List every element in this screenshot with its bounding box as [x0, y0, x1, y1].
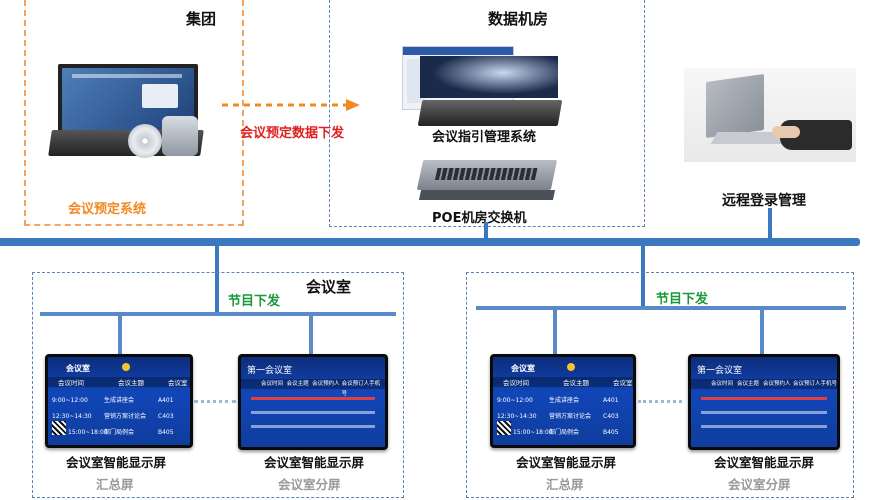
switch-connector — [484, 222, 488, 240]
summary-row-time: 12:30~14:30 — [52, 413, 92, 420]
summary-row-time: 12:30~14:30 — [497, 413, 537, 420]
summary-header-time: 会议时间 — [58, 379, 84, 387]
room-header-topic: 会议主题 — [286, 381, 309, 387]
summary-row-room: C403 — [603, 413, 619, 420]
remote-connector — [768, 208, 772, 240]
summary-row-topic: 生成讲座会 — [104, 397, 135, 404]
summary-row-topic: 生成讲座会 — [549, 397, 580, 404]
qr-code-icon — [497, 421, 511, 435]
right-screen-link-dots — [638, 400, 682, 403]
summary-row-time: 9:00~12:00 — [52, 397, 88, 404]
summary-row-time: 15:00~18:00 — [68, 429, 108, 436]
room-screen-right: 第一会议室 会议时间 会议主题 会议预约人 会议预订人手机号 — [688, 354, 840, 450]
poe-switch-label: POE机房交换机 — [432, 211, 527, 226]
summary-header-topic: 会议主题 — [118, 379, 144, 387]
room-screen-title: 第一会议室 — [247, 366, 293, 376]
weather-icon — [567, 363, 575, 371]
right-drop-a — [553, 310, 557, 354]
left-drop-b — [309, 316, 313, 354]
meeting-room-left-box — [32, 272, 404, 498]
room-header-topic: 会议主题 — [737, 381, 760, 387]
summary-screen-left: 会议室 会议时间 会议主题 会议室 9:00~12:00 生成讲座会 A401 12… — [45, 354, 193, 448]
mgmt-system-label: 会议指引管理系统 — [432, 130, 537, 145]
data-push-label: 会议预定数据下发 — [240, 126, 345, 141]
room-header-booker: 会议预约人 — [763, 381, 791, 387]
main-network-bus — [0, 238, 860, 246]
right-room-connector — [641, 244, 645, 306]
left-room-bus — [40, 312, 396, 316]
remote-laptop-image — [684, 68, 856, 162]
booking-server-image — [48, 64, 204, 164]
left-screen-b-label: 会议室智能显示屏 — [264, 455, 365, 470]
summary-row-room: B405 — [603, 429, 619, 436]
left-dispatch-label: 节目下发 — [228, 294, 281, 309]
room-header-phone: 会议预订人手机号 — [341, 381, 381, 397]
summary-row-room: A401 — [603, 397, 619, 404]
summary-header-topic: 会议主题 — [563, 379, 589, 387]
room-header-booker: 会议预约人 — [312, 381, 340, 387]
left-screen-a-label: 会议室智能显示屏 — [66, 455, 167, 470]
left-drop-a — [118, 316, 122, 354]
summary-header-time: 会议时间 — [503, 379, 529, 387]
room-header-time: 会议时间 — [711, 381, 734, 387]
summary-screen-title: 会议室 — [511, 364, 535, 373]
right-screen-a-sub: 汇总屏 — [546, 477, 584, 492]
room-header-phone: 会议预订人手机号 — [793, 381, 838, 387]
booking-system-label: 会议预定系统 — [68, 202, 147, 217]
right-dispatch-label: 节目下发 — [656, 292, 709, 307]
group-title: 集团 — [186, 10, 217, 28]
meeting-room-title: 会议室 — [306, 278, 352, 296]
left-screen-a-sub: 汇总屏 — [96, 477, 134, 492]
summary-row-time: 15:00~18:00 — [513, 429, 553, 436]
mgmt-server-image — [402, 46, 563, 128]
right-screen-a-label: 会议室智能显示屏 — [516, 455, 617, 470]
right-drop-b — [760, 310, 764, 354]
summary-row-topic: 部门局例会 — [549, 429, 580, 436]
right-screen-b-label: 会议室智能显示屏 — [714, 455, 815, 470]
room-screen-title: 第一会议室 — [697, 366, 743, 376]
summary-row-room: B405 — [158, 429, 174, 436]
room-header-time: 会议时间 — [261, 381, 284, 387]
summary-header-room: 会议室 — [168, 379, 188, 387]
qr-code-icon — [52, 421, 66, 435]
data-push-arrow — [222, 96, 362, 111]
summary-row-time: 9:00~12:00 — [497, 397, 533, 404]
left-screen-b-sub: 会议室分屏 — [278, 477, 341, 492]
remote-login-label: 远程登录管理 — [722, 193, 806, 209]
poe-switch-image — [416, 160, 558, 204]
meeting-room-right-box — [466, 272, 854, 498]
summary-row-topic: 营销方案讨论会 — [549, 413, 592, 420]
left-room-connector — [215, 244, 219, 314]
left-screen-link-dots — [194, 400, 236, 403]
group-box — [24, 0, 244, 226]
summary-screen-title: 会议室 — [66, 364, 90, 373]
data-center-title: 数据机房 — [488, 10, 549, 28]
summary-row-room: C403 — [158, 413, 174, 420]
right-screen-b-sub: 会议室分屏 — [728, 477, 791, 492]
weather-icon — [122, 363, 130, 371]
summary-screen-right: 会议室 会议时间 会议主题 会议室 9:00~12:00 生成讲座会 A401 12… — [490, 354, 636, 448]
summary-header-room: 会议室 — [613, 379, 633, 387]
summary-row-topic: 部门局例会 — [104, 429, 135, 436]
summary-row-topic: 营销方案讨论会 — [104, 413, 147, 420]
summary-row-room: A401 — [158, 397, 174, 404]
right-room-bus — [476, 306, 846, 310]
room-screen-left: 第一会议室 会议时间 会议主题 会议预约人 会议预订人手机号 — [238, 354, 388, 450]
